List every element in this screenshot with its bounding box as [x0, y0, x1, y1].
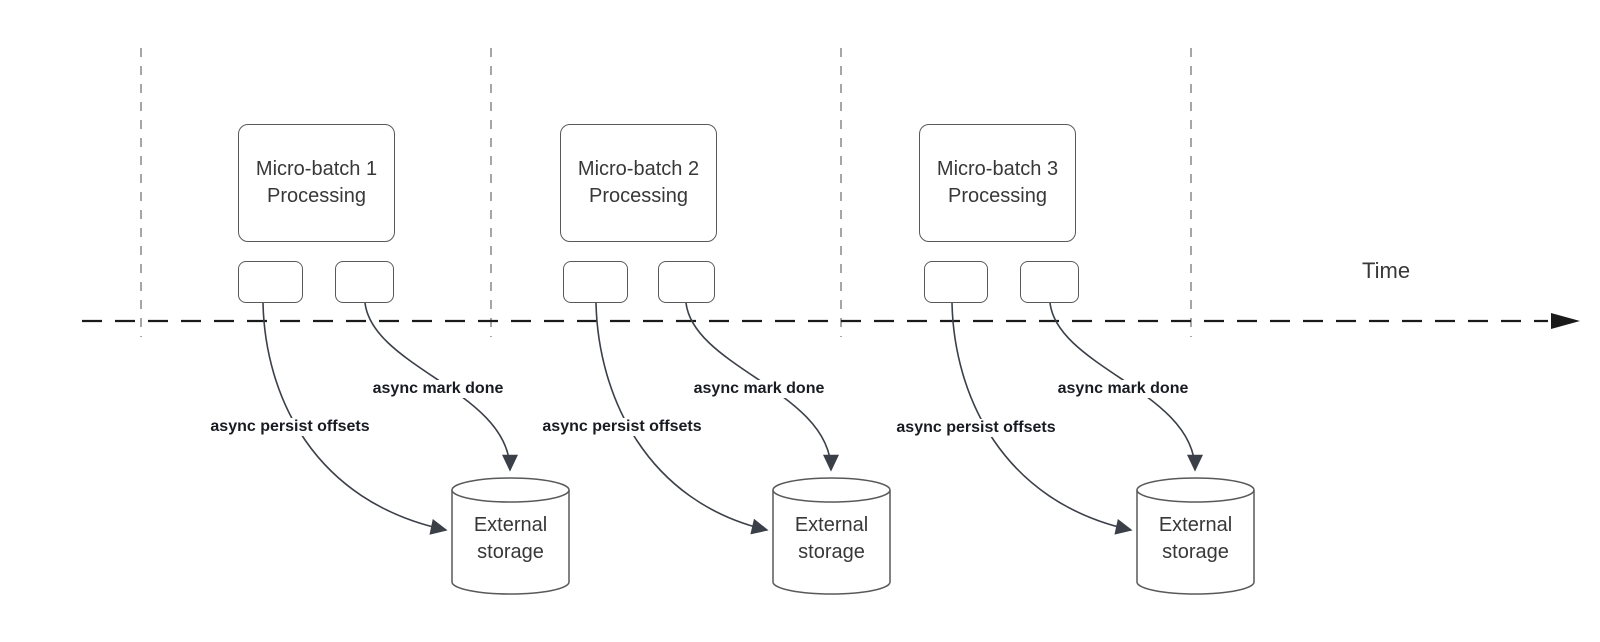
external-storage-label-1: External storage — [473, 514, 548, 563]
mark-done-label-3: async mark done — [1054, 380, 1192, 398]
persist-offsets-arrow-1 — [262, 302, 448, 535]
persist-offsets-label-2: async persist offsets — [539, 418, 705, 436]
persist-offsets-task-box-1 — [238, 261, 303, 303]
persist-offsets-task-box-2 — [563, 261, 628, 303]
timeline-arrowhead-icon — [1551, 313, 1580, 329]
mark-done-label-1: async mark done — [369, 380, 507, 398]
microbatch-2-processing-box: Micro-batch 2 Processing — [560, 124, 717, 242]
external-storage-cylinder-2 — [772, 477, 891, 595]
persist-offsets-label-3: async persist offsets — [893, 419, 1059, 437]
time-label: Time — [1362, 258, 1411, 283]
external-storage-label-3: External storage — [1158, 514, 1233, 563]
microbatch-1-processing-box: Micro-batch 1 Processing — [238, 124, 395, 242]
external-storage-cylinder-1 — [451, 477, 570, 595]
external-storage-cylinder-3 — [1136, 477, 1255, 595]
persist-offsets-arrow-3 — [951, 302, 1133, 535]
persist-offsets-arrow-2 — [595, 302, 769, 535]
mark-done-task-box-2 — [658, 261, 715, 303]
mark-done-task-box-3 — [1020, 261, 1079, 303]
mark-done-task-box-1 — [335, 261, 394, 303]
persist-offsets-label-1: async persist offsets — [207, 418, 373, 436]
mark-done-label-2: async mark done — [690, 380, 828, 398]
persist-offsets-task-box-3 — [924, 261, 988, 303]
external-storage-label-2: External storage — [794, 514, 869, 563]
microbatch-3-processing-box: Micro-batch 3 Processing — [919, 124, 1076, 242]
